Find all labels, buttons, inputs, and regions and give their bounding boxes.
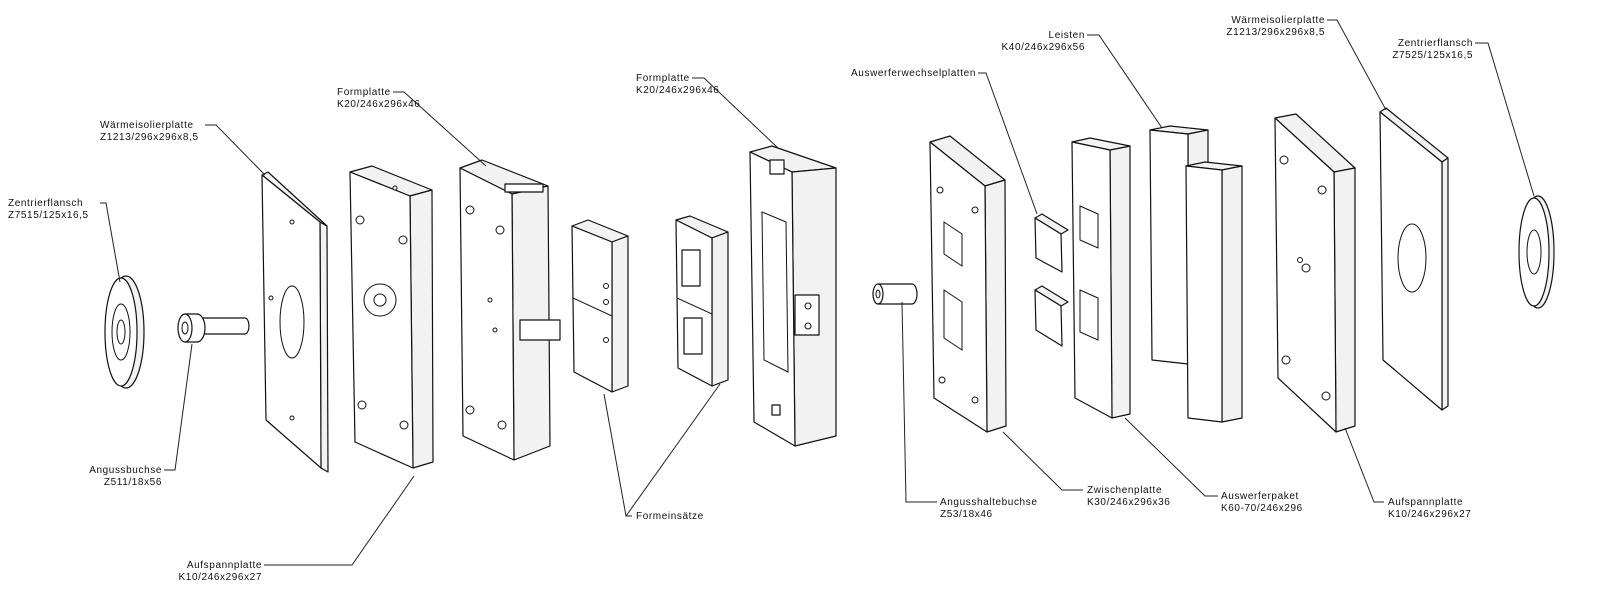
formeinsatz-1-part <box>571 219 629 393</box>
part-code: K10/246x296x27 <box>179 572 262 583</box>
formeinsatz-2-part <box>675 215 729 387</box>
label-angussbuchse: Angussbuchse Z511/18x56 <box>89 465 162 488</box>
zentrierflansch-right-part <box>1518 195 1555 309</box>
formplatte-2-part <box>749 145 837 447</box>
part-code: Z7515/125x16,5 <box>8 210 89 221</box>
label-angusshaltebuchse: Angusshaltebuchse Z53/18x46 <box>940 497 1038 520</box>
part-name: Angussbuchse <box>89 465 162 476</box>
label-zentrierflansch-left: Zentrierflansch Z7515/125x16,5 <box>8 198 89 221</box>
auswerferwechselplatten-part <box>1034 213 1069 347</box>
angusshaltebuchse-part <box>872 283 918 305</box>
part-code: Z511/18x56 <box>104 477 162 488</box>
part-code: K60-70/246x296 <box>1221 503 1303 514</box>
part-name: Zentrierflansch <box>1398 38 1473 49</box>
leisten-part <box>1149 125 1243 423</box>
part-code: Z53/18x46 <box>940 509 993 520</box>
label-leisten: Leisten K40/246x296x56 <box>1002 30 1085 53</box>
part-name: Aufspannplatte <box>1388 497 1463 508</box>
label-waermeisolierplatte-right: Wärmeisolierplatte Z1213/296x296x8,5 <box>1226 15 1325 38</box>
label-waermeisolierplatte-left: Wärmeisolierplatte Z1213/296x296x8,5 <box>100 120 199 143</box>
label-aufspannplatte-left: Aufspannplatte K10/246x296x27 <box>179 560 262 583</box>
part-name: Angusshaltebuchse <box>940 497 1038 508</box>
zwischenplatte-part <box>929 135 1007 433</box>
part-name: Leisten <box>1049 30 1085 41</box>
formplatte-1-part <box>459 159 561 461</box>
part-code: K20/246x296x46 <box>636 85 719 96</box>
aufspannplatte-left-part <box>349 165 434 469</box>
part-name: Wärmeisolierplatte <box>1231 15 1325 26</box>
part-code: K30/246x296x36 <box>1087 497 1170 508</box>
label-zentrierflansch-right: Zentrierflansch Z7525/125x16,5 <box>1392 38 1473 61</box>
auswerferpaket-part <box>1071 137 1131 419</box>
leader-lines <box>100 19 1535 566</box>
part-code: K10/246x296x27 <box>1388 509 1471 520</box>
part-name: Formplatte <box>636 73 690 84</box>
part-name: Auswerferpaket <box>1221 491 1299 502</box>
label-auswerferwechselplatten: Auswerferwechselplatten <box>851 68 976 79</box>
part-code: Z1213/296x296x8,5 <box>1226 27 1325 38</box>
part-name: Wärmeisolierplatte <box>100 120 194 131</box>
part-name: Formeinsätze <box>636 511 704 522</box>
part-code: Z1213/296x296x8,5 <box>100 132 199 143</box>
label-auswerferpaket: Auswerferpaket K60-70/246x296 <box>1221 491 1303 514</box>
label-formplatte-1: Formplatte K20/246x296x46 <box>337 87 420 110</box>
label-formplatte-2: Formplatte K20/246x296x46 <box>636 73 719 96</box>
label-zwischenplatte: Zwischenplatte K30/246x296x36 <box>1087 485 1170 508</box>
part-name: Auswerferwechselplatten <box>851 68 976 79</box>
label-formeinsaetze: Formeinsätze <box>636 511 704 522</box>
part-name: Zentrierflansch <box>8 198 83 209</box>
waermeisolierplatte-left-part <box>261 171 329 473</box>
part-code: K20/246x296x46 <box>337 99 420 110</box>
part-name: Aufspannplatte <box>187 560 262 571</box>
aufspannplatte-right-part <box>1274 113 1356 433</box>
waermeisolierplatte-right-part <box>1379 107 1449 411</box>
zentrierflansch-left-part <box>104 275 145 389</box>
part-name: Zwischenplatte <box>1087 485 1162 496</box>
angussbuchse-part <box>177 313 250 343</box>
part-code: K40/246x296x56 <box>1002 42 1085 53</box>
label-aufspannplatte-right: Aufspannplatte K10/246x296x27 <box>1388 497 1471 520</box>
part-name: Formplatte <box>337 87 391 98</box>
part-code: Z7525/125x16,5 <box>1392 50 1473 61</box>
